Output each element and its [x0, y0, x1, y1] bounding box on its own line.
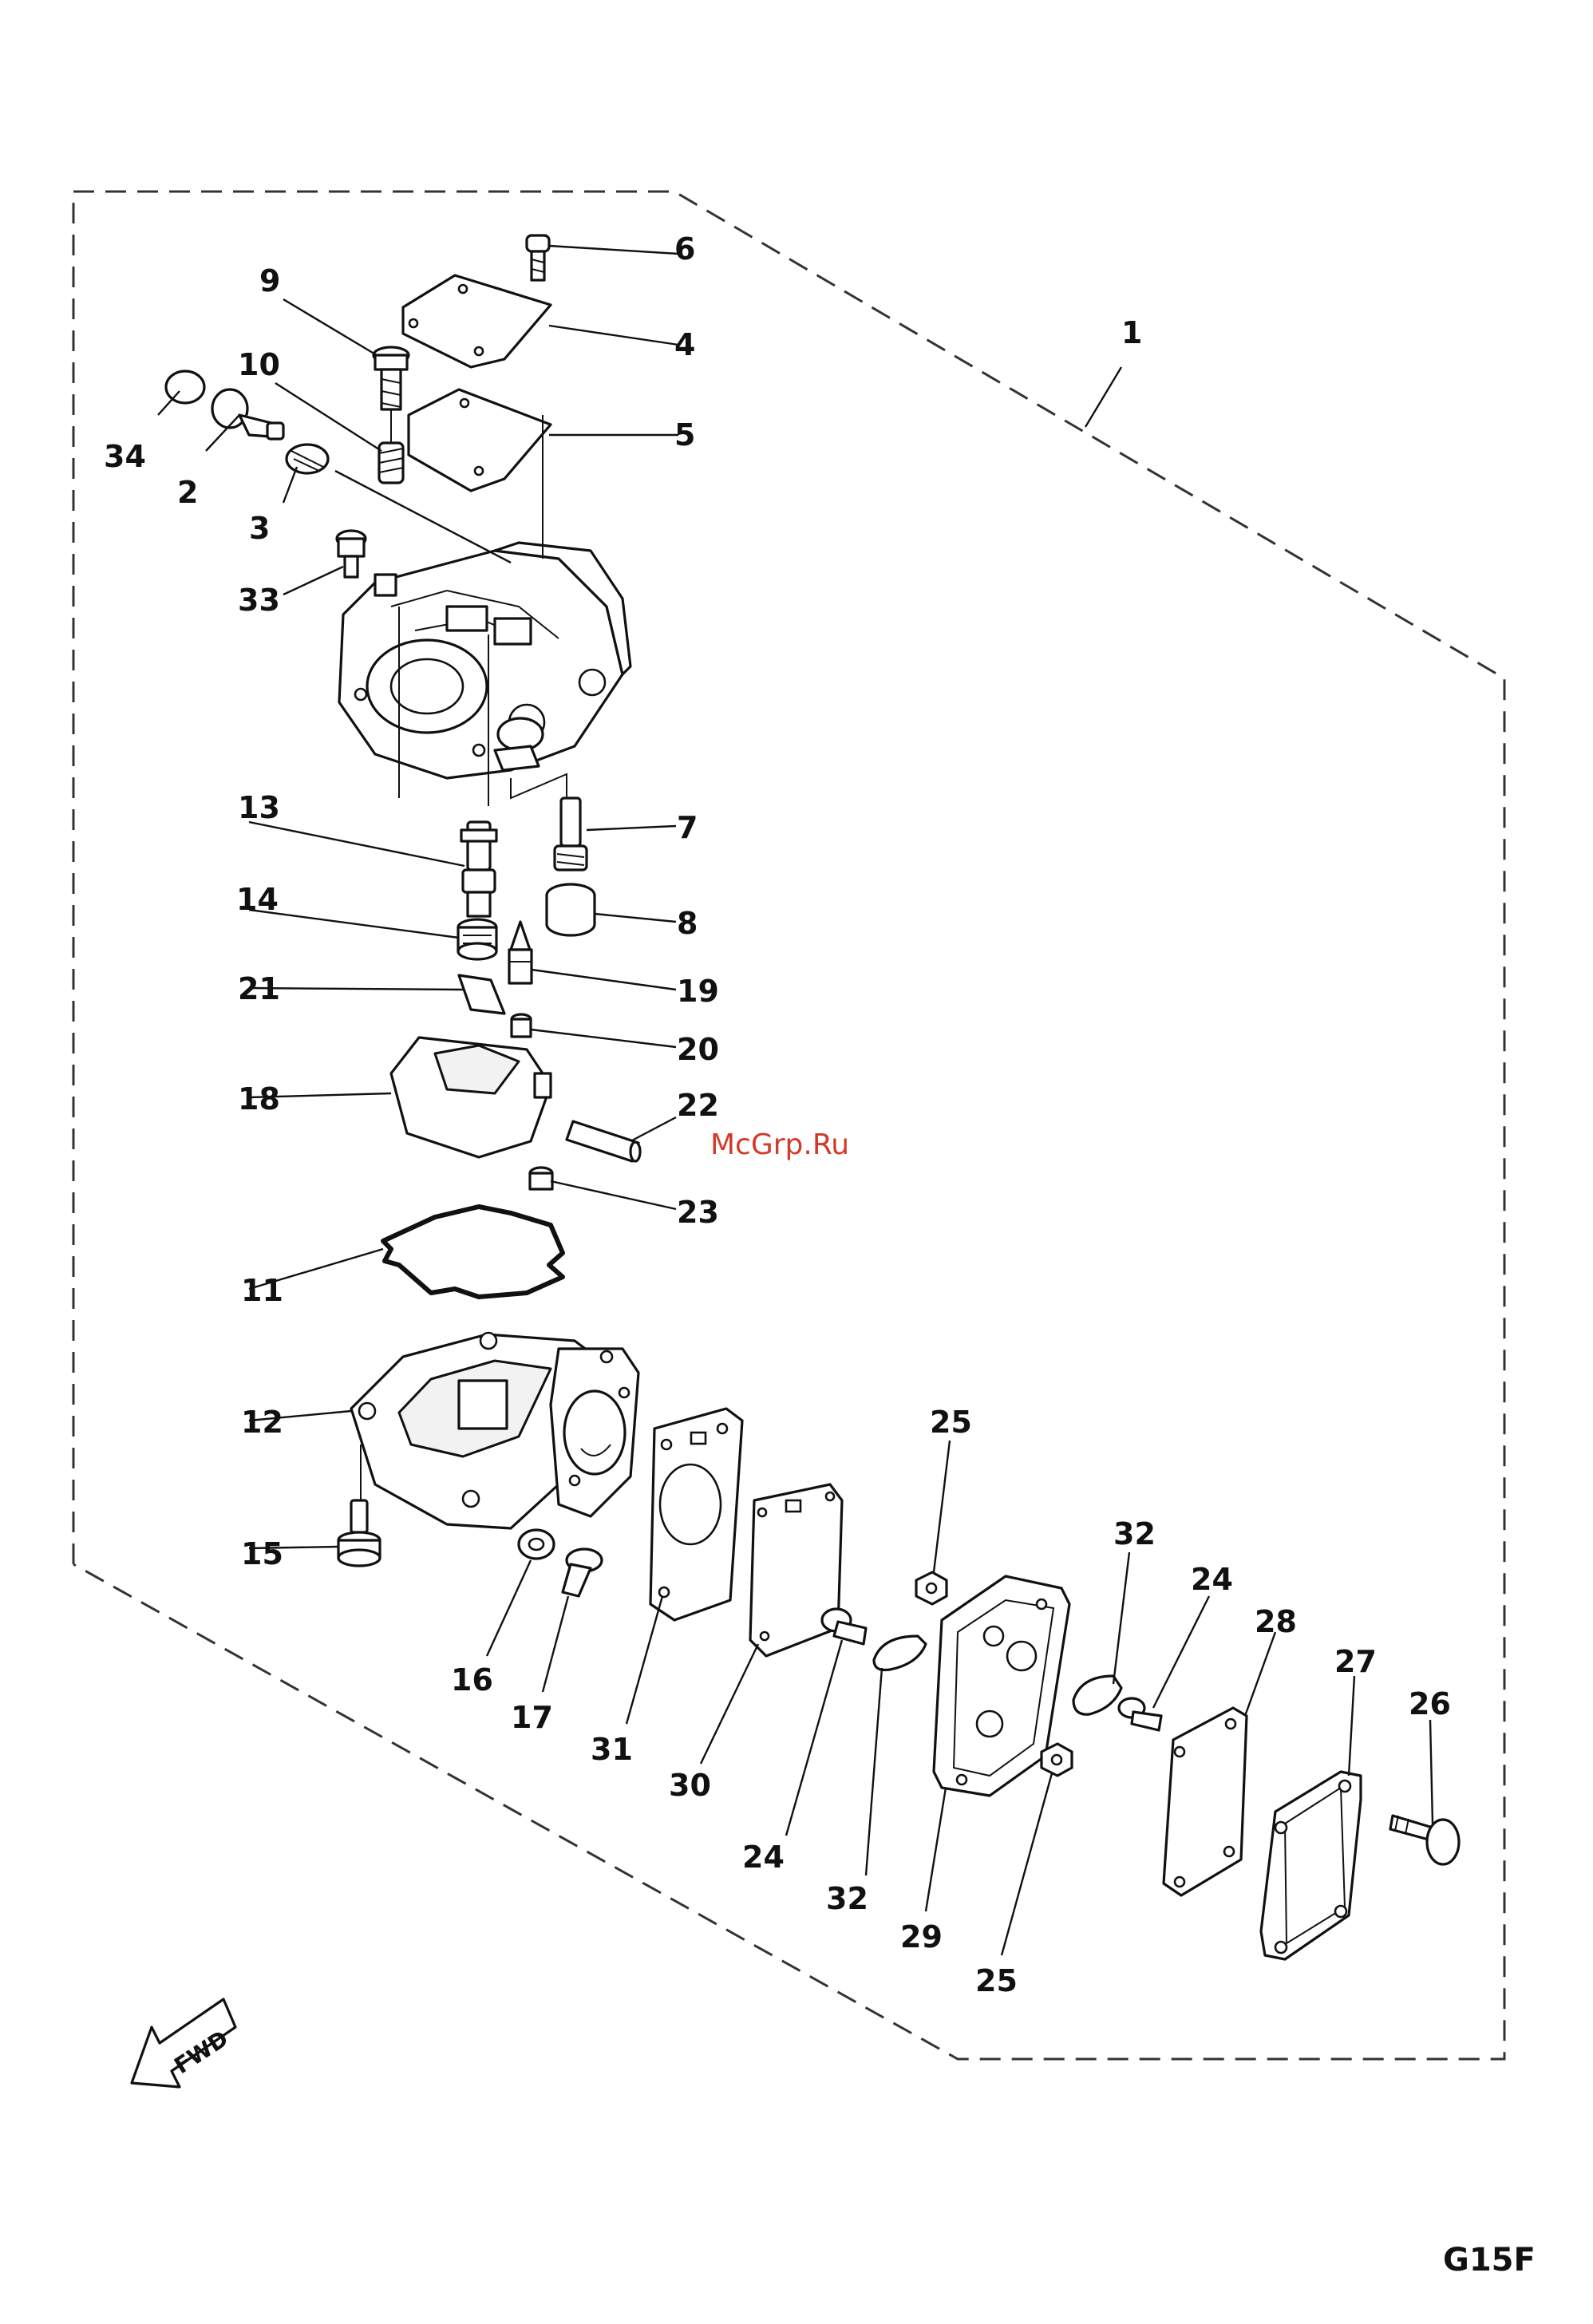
part-32-valve-left — [874, 1636, 926, 1670]
callout-24-left: 24 — [742, 1840, 785, 1875]
assembly-boundary — [73, 192, 1504, 2059]
callout-9: 9 — [259, 263, 280, 298]
figure-code: G15F — [1443, 2242, 1536, 2279]
part-9-pilot-screw — [374, 347, 409, 409]
callout-14: 14 — [236, 882, 279, 917]
part-3-spring — [287, 445, 328, 473]
carburetor-body — [339, 543, 630, 778]
callout-27: 27 — [1334, 1644, 1377, 1679]
callout-15: 15 — [241, 1536, 283, 1571]
callout-4: 4 — [674, 327, 695, 362]
part-19-needle-valve — [509, 922, 532, 983]
callout-23: 23 — [677, 1195, 719, 1230]
callout-30: 30 — [669, 1768, 711, 1803]
callout-17: 17 — [511, 1700, 553, 1735]
part-16-washer — [519, 1530, 554, 1559]
part-31-gasket — [650, 1409, 742, 1620]
callout-7: 7 — [677, 810, 698, 845]
callout-32-left: 32 — [826, 1881, 868, 1916]
callout-8: 8 — [677, 906, 698, 941]
callout-29: 29 — [900, 1919, 943, 1954]
callout-28: 28 — [1255, 1604, 1297, 1639]
part-20-screw — [512, 1014, 531, 1037]
callout-26: 26 — [1409, 1686, 1451, 1721]
part-4-cover-plate — [403, 275, 551, 367]
part-12-float-chamber — [351, 1333, 638, 1528]
callout-22: 22 — [677, 1088, 719, 1123]
part-27-pump-cover — [1261, 1772, 1361, 1959]
callout-6: 6 — [674, 231, 695, 267]
part-26-screw — [1390, 1816, 1459, 1864]
callout-16: 16 — [451, 1662, 493, 1698]
part-25-nut-bottom — [1042, 1744, 1072, 1776]
part-10-spring — [379, 443, 403, 483]
callout-5: 5 — [674, 417, 695, 453]
watermark: McGrp.Ru — [710, 1128, 849, 1161]
part-24-screw-left — [822, 1609, 866, 1644]
part-21-clip — [459, 975, 504, 1014]
callout-3: 3 — [249, 511, 270, 546]
callout-31: 31 — [591, 1732, 633, 1767]
callout-25-top: 25 — [930, 1405, 972, 1440]
part-15-drain-screw — [338, 1500, 380, 1566]
part-22-float-pin — [567, 1121, 640, 1161]
part-23-screw — [530, 1168, 552, 1189]
part-33-screw — [337, 531, 366, 577]
part-6-screw — [527, 235, 549, 280]
callout-20: 20 — [677, 1032, 719, 1067]
callout-13: 13 — [238, 790, 280, 825]
part-17-screw — [563, 1549, 602, 1596]
part-34-cap — [166, 371, 204, 403]
callout-1: 1 — [1121, 315, 1142, 350]
part-14-main-jet — [458, 919, 496, 959]
callout-24-right: 24 — [1191, 1562, 1233, 1597]
callout-18: 18 — [238, 1081, 280, 1117]
callout-21: 21 — [238, 971, 280, 1006]
part-7-pilot-jet — [555, 798, 587, 870]
callout-2: 2 — [177, 475, 198, 510]
leader-lines — [158, 246, 1433, 1955]
part-5-gasket — [409, 389, 551, 491]
part-18-float — [391, 1038, 551, 1157]
part-25-nut-top — [916, 1572, 947, 1604]
callout-10: 10 — [238, 347, 280, 382]
callout-labels: 1 6 4 5 9 10 34 2 3 33 13 14 21 18 11 12… — [104, 231, 1451, 1998]
callout-25-bottom: 25 — [975, 1963, 1018, 1998]
callout-32-right: 32 — [1113, 1516, 1156, 1551]
callout-19: 19 — [677, 974, 719, 1009]
callout-11: 11 — [241, 1273, 283, 1308]
callout-33: 33 — [238, 583, 280, 618]
part-11-gasket — [383, 1207, 563, 1297]
callout-34: 34 — [104, 439, 146, 474]
part-28-gasket — [1164, 1708, 1247, 1895]
part-13-main-nozzle — [461, 822, 496, 916]
fwd-direction-arrow: FWD — [132, 1999, 235, 2087]
part-8-plug — [547, 884, 595, 935]
callout-12: 12 — [241, 1405, 283, 1440]
